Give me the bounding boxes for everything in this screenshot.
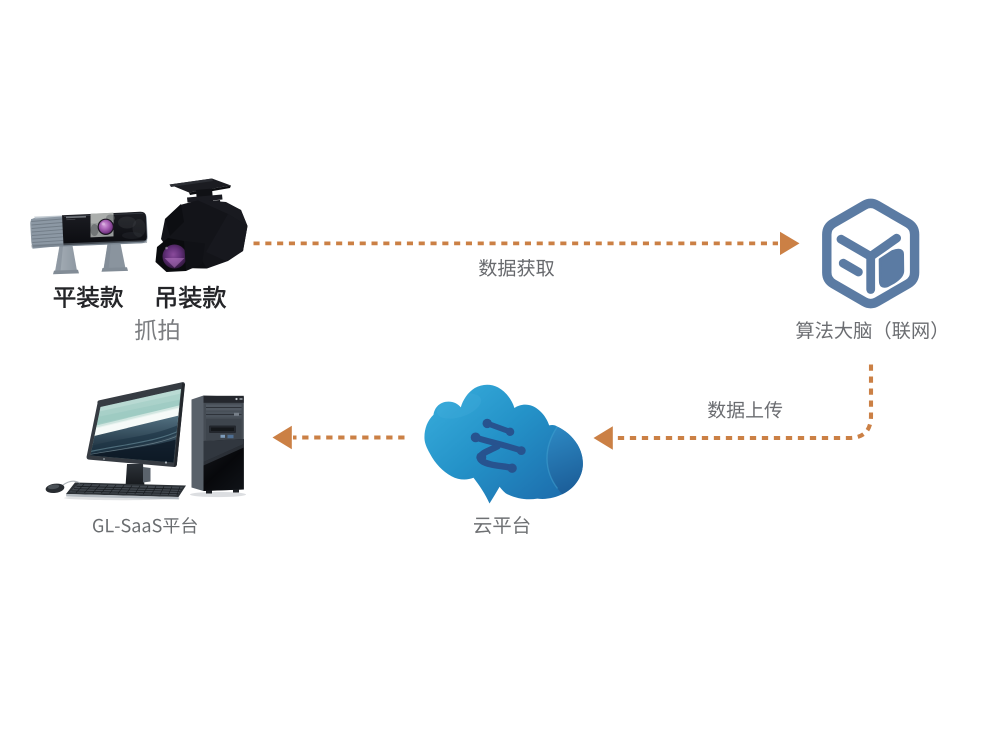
cloud-brain-icon xyxy=(424,384,583,504)
dashed-elbow-line xyxy=(613,364,874,441)
label-edge-data-acquire-glyphs xyxy=(479,259,555,278)
camera-ceiling-photo xyxy=(155,178,248,272)
label-edge-data-upload-glyphs xyxy=(707,400,782,419)
label-saas-platform: GL-SaaS平台 xyxy=(91,515,199,536)
label-capture-glyphs xyxy=(135,318,179,341)
camera-legs xyxy=(53,243,128,275)
arrowhead-right-icon xyxy=(780,231,800,256)
label-flat-mount-model-glyphs xyxy=(54,285,124,309)
label-ceiling-mount-model-text: 吊装款 xyxy=(155,284,228,310)
arrow-data-acquire xyxy=(253,231,800,256)
arrowhead-left-icon xyxy=(272,425,292,450)
label-capture: 抓拍 xyxy=(133,317,181,342)
arrowhead-left-icon xyxy=(593,426,613,450)
label-edge-data-acquire-text: 数据获取 xyxy=(477,257,556,279)
label-ceiling-mount-model-glyphs xyxy=(156,285,226,309)
label-algorithm-brain-glyphs xyxy=(795,320,936,339)
monitor xyxy=(86,382,185,491)
label-algorithm-brain: 算法大脑（联网） xyxy=(794,319,938,341)
label-edge-data-acquire: 数据获取 xyxy=(477,257,556,279)
connector-data-upload xyxy=(593,364,874,450)
label-saas-platform-text: GL-SaaS平台 xyxy=(91,515,199,536)
tower xyxy=(191,395,244,494)
label-saas-platform-glyphs xyxy=(92,517,197,535)
algorithm-cube-icon xyxy=(822,198,920,309)
label-flat-mount-model: 平装款 xyxy=(52,284,125,310)
arrow-cloud-to-saas xyxy=(272,425,405,450)
label-cloud-platform-text: 云平台 xyxy=(472,514,532,536)
label-edge-data-upload: 数据上传 xyxy=(706,399,784,421)
mouse xyxy=(45,480,81,494)
keyboard xyxy=(66,482,186,500)
label-cloud-platform-glyphs xyxy=(474,515,531,534)
label-flat-mount-model-text: 平装款 xyxy=(52,284,125,310)
label-capture-text: 抓拍 xyxy=(133,317,181,342)
label-ceiling-mount-model: 吊装款 xyxy=(155,284,228,310)
label-algorithm-brain-text: 算法大脑（联网） xyxy=(794,319,938,341)
label-cloud-platform: 云平台 xyxy=(472,514,532,536)
camera-flat-photo xyxy=(30,211,148,275)
desktop-computer-photo xyxy=(45,382,246,501)
label-edge-data-upload-text: 数据上传 xyxy=(706,399,784,421)
